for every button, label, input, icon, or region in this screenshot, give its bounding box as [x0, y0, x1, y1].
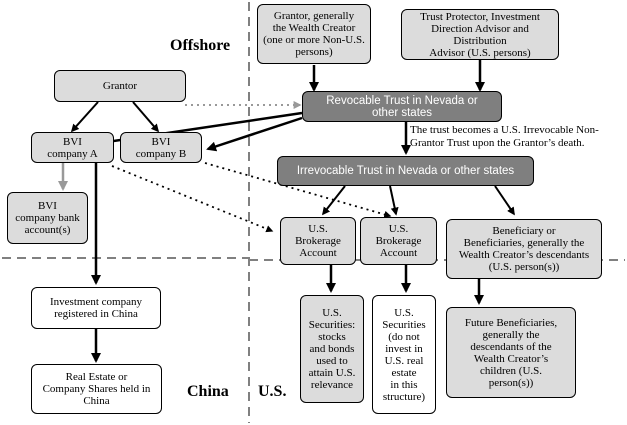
region-china-label: China [187, 383, 229, 400]
arrow-grantor-to-bvi-a [70, 101, 99, 133]
us-brokerage-account-1-node: U.S. Brokerage Account [280, 217, 356, 265]
arrow-irrevocable-to-brokerage-1 [322, 185, 346, 216]
bvi-company-b-node: BVI company B [120, 132, 202, 163]
revocable-trust-node: Revocable Trust in Nevada or other state… [302, 91, 502, 122]
grantor-wealth-creator-node: Grantor, generally the Wealth Creator (o… [257, 4, 371, 64]
arrow-grantor-to-bvi-b [132, 101, 160, 133]
future-beneficiaries-node: Future Beneficiaries, generally the desc… [446, 307, 576, 398]
beneficiaries-node: Beneficiary or Beneficiaries, generally … [446, 219, 602, 279]
arrow-irrevocable-to-beneficiaries [494, 185, 515, 216]
region-offshore-label: Offshore [170, 37, 231, 54]
us-securities-2-node: U.S. Securities (do not invest in U.S. r… [372, 295, 436, 414]
real-estate-china-node: Real Estate or Company Shares held in Ch… [31, 364, 162, 414]
trust-protector-node: Trust Protector, Investment Direction Ad… [401, 9, 559, 60]
grantor-node: Grantor [54, 70, 186, 102]
bvi-company-a-node: BVI company A [31, 132, 114, 163]
bvi-bank-account-node: BVI company bank account(s) [7, 192, 88, 244]
arrow-revocable-to-bvi-b [206, 116, 303, 152]
conversion-note: The trust becomes a U.S. Irrevocable Non… [410, 124, 599, 149]
investment-company-china-node: Investment company registered in China [31, 287, 161, 329]
us-securities-1-node: U.S. Securities: stocks and bonds used t… [300, 295, 364, 403]
arrow-irrevocable-to-brokerage-2 [389, 185, 399, 216]
arrow-bvi-b-to-brokerage-2 [204, 162, 392, 218]
region-us-label: U.S. [258, 383, 287, 400]
irrevocable-trust-node: Irrevocable Trust in Nevada or other sta… [277, 156, 534, 186]
us-brokerage-account-2-node: U.S. Brokerage Account [360, 217, 437, 265]
